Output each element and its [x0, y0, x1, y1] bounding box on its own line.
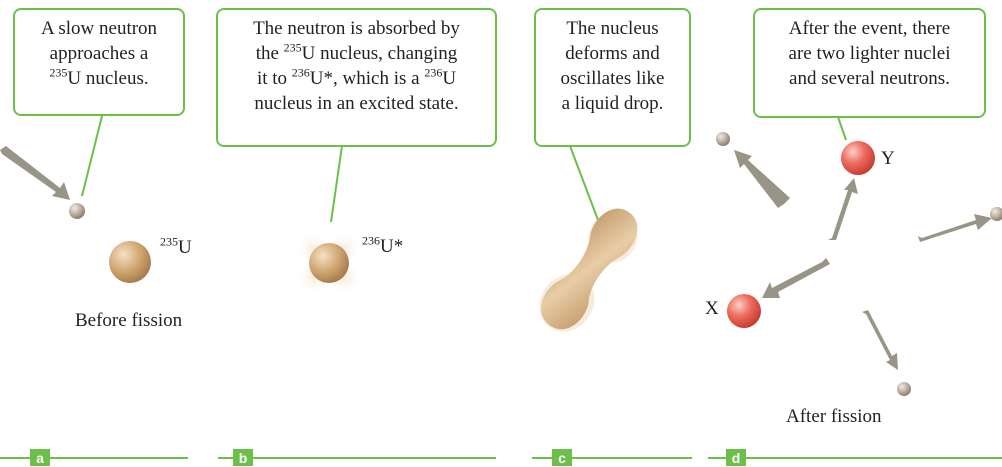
caption-after-fission: After fission — [786, 406, 882, 428]
panel-a — [0, 116, 151, 283]
callout-c-line: The nucleus — [546, 16, 679, 41]
callout-a: A slow neutron approaches a 235U nucleus… — [13, 8, 185, 116]
panel-d — [716, 117, 1002, 396]
callout-b-line: the 235U nucleus, changing — [228, 41, 485, 66]
callout-a-line: approaches a — [25, 41, 173, 66]
neutron — [69, 203, 85, 219]
callout-c-line: deforms and — [546, 41, 679, 66]
callout-d-line: are two lighter nuclei — [765, 41, 974, 66]
callout-c-line: a liquid drop. — [546, 91, 679, 116]
neutron — [990, 207, 1002, 221]
callout-c-line: oscillates like — [546, 66, 679, 91]
callout-pointer-c — [570, 146, 598, 220]
panel-tag-b: b — [233, 449, 253, 466]
label-u236-excited: 236U* — [362, 236, 403, 258]
arrow-to-fragment-y — [828, 178, 858, 240]
callout-a-line: 235U nucleus. — [25, 66, 173, 91]
fragment-nucleus-y — [841, 141, 875, 175]
deforming-nucleus — [532, 200, 647, 338]
panel-c — [529, 146, 650, 342]
callout-b-line: it to 236U*, which is a 236U — [228, 66, 485, 91]
neutron — [897, 382, 911, 396]
panel-d-baseline — [708, 457, 1002, 459]
label-u235: 235U — [160, 237, 192, 259]
callout-a-line: A slow neutron — [25, 16, 173, 41]
callout-pointer-a — [82, 116, 102, 196]
fragment-nucleus-x — [727, 294, 761, 328]
callout-pointer-b — [331, 146, 342, 222]
panel-tag-c: c — [552, 449, 572, 466]
callout-d: After the event, there are two lighter n… — [753, 8, 986, 118]
uranium-236-excited-nucleus — [309, 243, 349, 283]
panel-b-baseline — [218, 457, 496, 459]
arrow-to-fragment-x — [762, 258, 830, 298]
caption-before-fission: Before fission — [75, 310, 182, 332]
label-fragment-y: Y — [881, 148, 895, 170]
incoming-neutron-arrow — [0, 146, 70, 200]
callout-b: The neutron is absorbed by the 235U nucl… — [216, 8, 497, 147]
callout-b-line: nucleus in an excited state. — [228, 91, 485, 116]
panel-a-baseline — [0, 457, 188, 459]
callout-b-line: The neutron is absorbed by — [228, 16, 485, 41]
panel-tag-a: a — [30, 449, 50, 466]
panel-tag-d: d — [726, 449, 746, 466]
panel-b — [300, 146, 358, 291]
arrow-to-neutron-right — [918, 214, 992, 242]
callout-c: The nucleus deforms and oscillates like … — [534, 8, 691, 147]
arrow-to-neutron-upper-left — [734, 150, 790, 208]
callout-d-line: and several neutrons. — [765, 66, 974, 91]
arrow-to-neutron-lower — [862, 310, 898, 370]
fission-arrows — [734, 150, 992, 370]
uranium-235-nucleus — [109, 241, 151, 283]
callout-pointer-d — [838, 117, 846, 140]
neutron — [716, 132, 730, 146]
label-fragment-x: X — [705, 298, 719, 320]
callout-d-line: After the event, there — [765, 16, 974, 41]
